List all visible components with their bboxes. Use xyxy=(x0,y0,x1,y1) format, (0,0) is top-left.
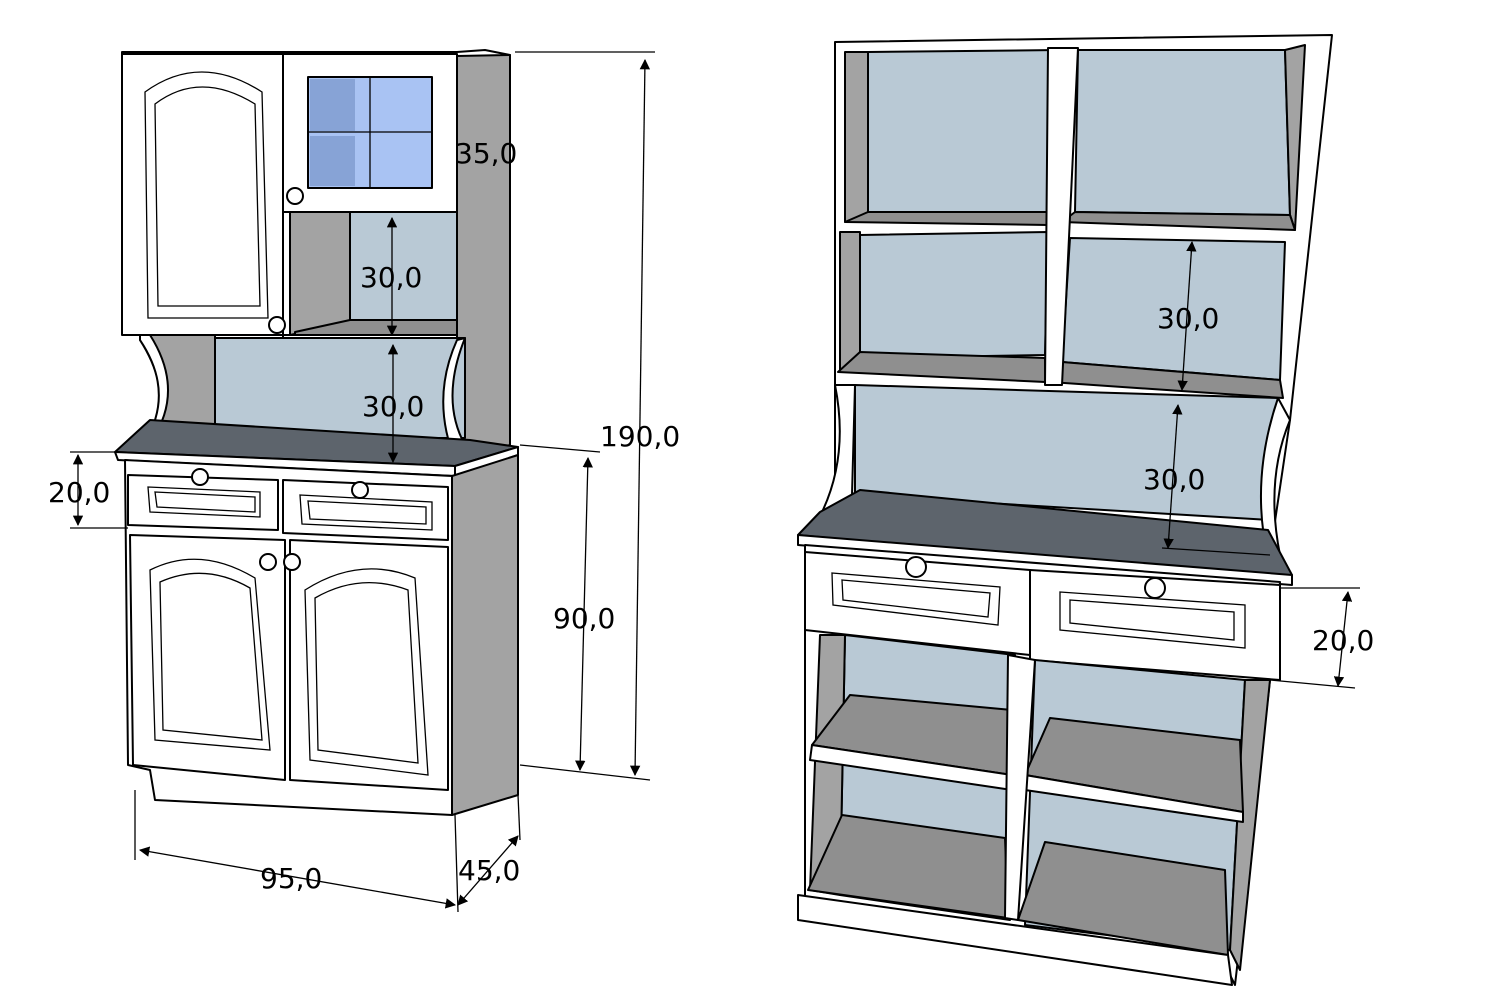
dim-base-height: 90,0 xyxy=(553,602,615,635)
door-knob xyxy=(259,553,277,571)
lower-unit xyxy=(124,454,519,816)
upper-left-door xyxy=(121,53,286,336)
glass-door xyxy=(282,53,458,213)
drawer-knob xyxy=(191,468,209,486)
dim-lower-shelf-gap: 30,0 xyxy=(362,390,424,423)
dim-upper-shelf-gap: 30,0 xyxy=(360,261,422,294)
right-dimensions: 30,0 30,0 20,0 xyxy=(1143,240,1374,689)
dim-width: 95,0 xyxy=(260,862,322,895)
door-knob xyxy=(268,316,286,334)
dim-total-height: 190,0 xyxy=(600,420,680,453)
drawer-knob xyxy=(351,481,369,499)
right-dim-drawer-height: 20,0 xyxy=(1312,624,1374,657)
right-dim-upper-shelf-gap: 30,0 xyxy=(1157,302,1219,335)
right-dim-lower-shelf-gap: 30,0 xyxy=(1143,463,1205,496)
dim-depth: 45,0 xyxy=(458,854,520,887)
drawer-knob xyxy=(905,556,927,578)
left-dimensions: 190,0 90,0 20,0 35,0 30,0 30,0 95,0 45,0 xyxy=(48,51,680,913)
dim-upper-depth: 35,0 xyxy=(455,137,517,170)
drawer-knob xyxy=(1144,577,1166,599)
middle-open-section xyxy=(139,334,466,463)
door-knob xyxy=(283,553,301,571)
glass-door-knob xyxy=(286,187,304,205)
right-cabinet xyxy=(797,34,1333,986)
dim-drawer-height: 20,0 xyxy=(48,476,110,509)
left-cabinet xyxy=(114,49,519,816)
